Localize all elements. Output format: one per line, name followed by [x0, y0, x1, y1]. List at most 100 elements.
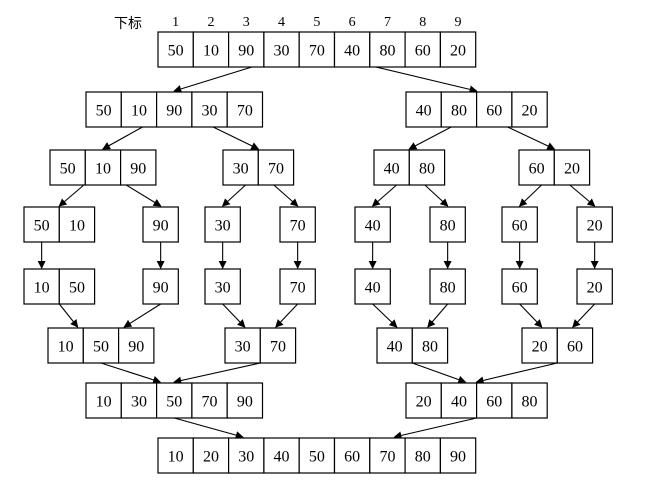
- array-box: 80: [429, 268, 466, 305]
- index-number: 3: [243, 15, 250, 30]
- array-cell: 40: [373, 149, 410, 186]
- cell-border: [120, 382, 158, 419]
- array-cell: 70: [279, 268, 316, 305]
- cell-value: 30: [238, 449, 254, 466]
- cell-border: [354, 206, 391, 243]
- array-cell: 60: [501, 206, 538, 243]
- cell-value: 70: [290, 218, 306, 235]
- cell-border: [553, 149, 591, 186]
- cell-border: [279, 268, 316, 305]
- index-number: 1: [172, 15, 179, 30]
- cell-value: 50: [69, 280, 85, 297]
- array-cell: 30: [224, 327, 261, 364]
- array-cell: 80: [440, 91, 478, 128]
- array-box: 90: [142, 206, 179, 243]
- array-cell: 40: [440, 382, 478, 419]
- cell-border: [224, 327, 261, 364]
- cell-value: 60: [512, 280, 528, 297]
- arrow: [273, 184, 299, 207]
- cell-value: 40: [274, 449, 290, 466]
- arrow: [102, 126, 143, 150]
- cell-border: [369, 437, 406, 474]
- array-cell: 50: [156, 382, 193, 419]
- array-cell: 30: [120, 382, 158, 419]
- cell-value: 80: [422, 339, 438, 356]
- cell-border: [228, 31, 265, 68]
- array-cell: 50: [49, 149, 86, 186]
- cell-border: [439, 437, 477, 474]
- array-box: 30: [204, 268, 241, 305]
- cell-value: 70: [270, 339, 286, 356]
- array-cell: 20: [405, 382, 442, 419]
- cell-value: 10: [95, 161, 111, 178]
- array-cell: 10: [84, 149, 122, 186]
- cell-value: 40: [365, 218, 381, 235]
- array-cell: 70: [191, 382, 228, 419]
- cell-value: 80: [379, 43, 395, 60]
- index-number: 4: [278, 15, 285, 30]
- array-box: 60: [501, 268, 538, 305]
- cell-border: [58, 206, 96, 243]
- array-box: 60: [501, 206, 538, 243]
- arrow: [58, 184, 85, 207]
- array-cell: 40: [405, 91, 442, 128]
- arrow: [123, 303, 161, 328]
- array-cell: 70: [226, 91, 264, 128]
- cell-border: [157, 31, 194, 68]
- cell-value: 60: [512, 218, 528, 235]
- cell-border: [263, 31, 300, 68]
- cell-border: [404, 31, 442, 68]
- array-cell: 40: [376, 327, 413, 364]
- cell-value: 10: [168, 449, 184, 466]
- cell-value: 40: [387, 339, 403, 356]
- array-cell: 20: [192, 437, 230, 474]
- cell-border: [47, 327, 84, 364]
- cell-value: 50: [309, 449, 325, 466]
- array-cell: 90: [156, 91, 193, 128]
- array-cell: 50: [82, 327, 120, 364]
- cell-value: 70: [202, 394, 218, 411]
- arrow: [507, 126, 556, 150]
- cell-value: 40: [451, 394, 467, 411]
- cell-value: 10: [58, 339, 74, 356]
- index-number: 6: [349, 15, 356, 30]
- index-number: 2: [207, 15, 214, 30]
- cell-border: [298, 31, 336, 68]
- cell-border: [84, 149, 122, 186]
- array-cell: 70: [369, 437, 406, 474]
- cell-value: 20: [564, 161, 580, 178]
- array-cell: 50: [157, 31, 194, 68]
- cell-value: 70: [237, 103, 253, 120]
- array-cell: 20: [576, 206, 613, 243]
- array-cell: 40: [354, 206, 391, 243]
- cell-border: [226, 382, 264, 419]
- cell-border: [228, 437, 265, 474]
- arrow: [412, 362, 467, 384]
- cell-value: 50: [166, 394, 182, 411]
- cell-value: 60: [567, 339, 583, 356]
- cell-border: [576, 206, 613, 243]
- array-cell: 90: [226, 382, 264, 419]
- array-cell: 40: [333, 31, 371, 68]
- array-cell: 90: [142, 268, 179, 305]
- array-cell: 30: [263, 31, 300, 68]
- array-cell: 90: [117, 327, 155, 364]
- cell-value: 30: [215, 280, 231, 297]
- cell-border: [556, 327, 594, 364]
- cell-border: [120, 91, 158, 128]
- array-cell: 80: [369, 31, 406, 68]
- index-label: 下标: [114, 16, 142, 32]
- cell-value: 80: [522, 394, 538, 411]
- arrow: [58, 303, 79, 328]
- cell-border: [157, 437, 194, 474]
